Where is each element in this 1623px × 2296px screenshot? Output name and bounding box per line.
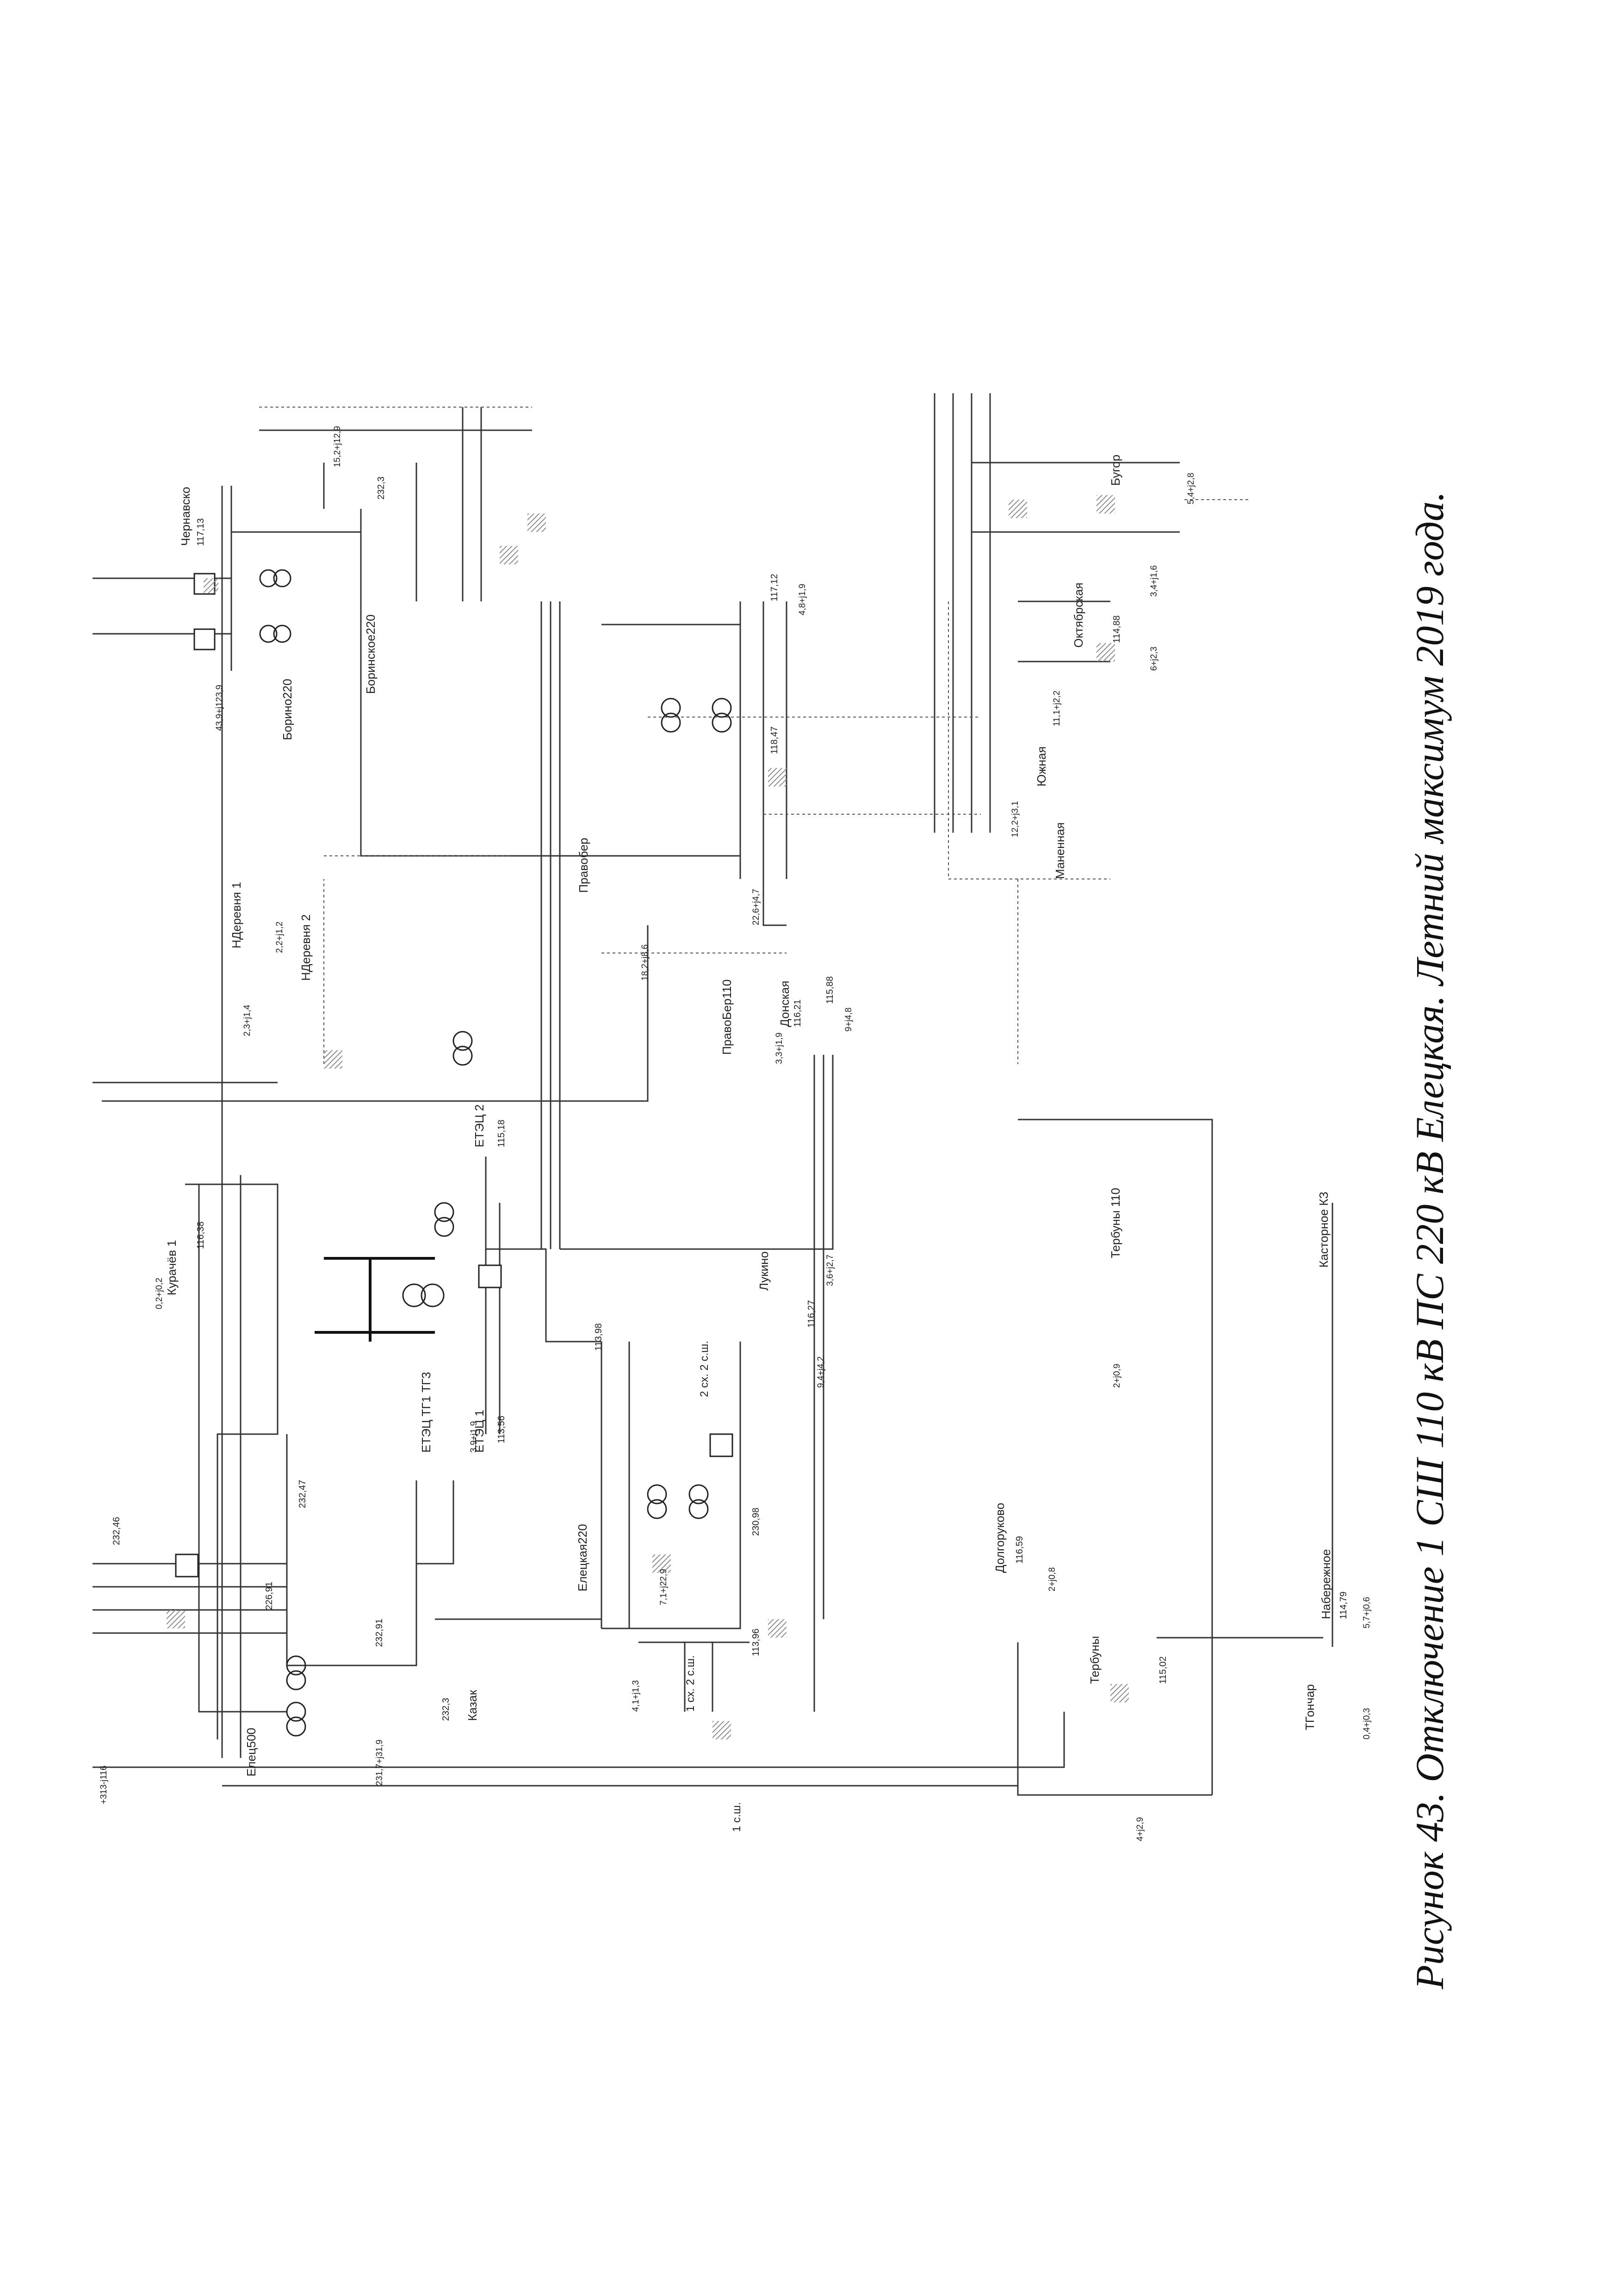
station-label: Донская bbox=[778, 981, 792, 1027]
voltage-label: 115,88 bbox=[825, 976, 835, 1004]
station-label: НДеревня 1 bbox=[229, 882, 243, 948]
voltage-label: 232,3 bbox=[376, 477, 386, 500]
flow-label: 9,4+j4,2 bbox=[816, 1356, 826, 1388]
station-label: Бугор bbox=[1109, 455, 1122, 486]
station-label: Октябрская bbox=[1072, 582, 1085, 648]
station-label: Чернавско bbox=[179, 487, 192, 546]
flow-label: 22,6+j4,7 bbox=[751, 889, 761, 925]
station-label: Боринское220 bbox=[364, 614, 378, 694]
station-label: ЕТЭЦ ТГ1 ТГ3 bbox=[419, 1372, 433, 1453]
dotted-lines bbox=[259, 407, 1249, 1064]
flow-label: 2+j0,8 bbox=[1047, 1567, 1057, 1591]
bus-label: 2 сх. 2 с.ш. bbox=[698, 1341, 711, 1397]
bus-labels: 1 с.ш. 1 сх. 2 с.ш. 2 сх. 2 с.ш. bbox=[684, 1341, 743, 1832]
station-label: Елецкая220 bbox=[576, 1524, 589, 1591]
flow-label: 3,9+j1,9 bbox=[469, 1421, 479, 1453]
flow-label: 4+j2,9 bbox=[1135, 1817, 1145, 1841]
station-label: Маненная bbox=[1053, 823, 1067, 879]
station-label: Правобер bbox=[576, 838, 590, 893]
station-label: Казак bbox=[465, 1690, 479, 1721]
generator-buses bbox=[315, 1257, 435, 1342]
voltage-label: 113,98 bbox=[594, 1323, 604, 1351]
voltage-label: 232,46 bbox=[112, 1517, 122, 1545]
station-label: ЕТЭЦ 2 bbox=[472, 1104, 486, 1147]
voltage-label: 116,59 bbox=[1015, 1536, 1025, 1564]
flow-label: 15,2+j12,9 bbox=[333, 426, 342, 467]
flow-label: 4,8+j1,9 bbox=[798, 584, 807, 615]
flow-label: 43,9+j123,9 bbox=[215, 685, 224, 731]
transformers bbox=[259, 569, 732, 1737]
voltage-label: 226,91 bbox=[264, 1582, 274, 1610]
voltage-label: 232,91 bbox=[374, 1619, 384, 1647]
voltage-label: 117,12 bbox=[769, 574, 780, 601]
voltage-label: 232,3 bbox=[441, 1698, 451, 1721]
flow-label: 18,2+j8,6 bbox=[640, 944, 650, 981]
station-label: Тербуны 110 bbox=[1109, 1188, 1122, 1258]
station-label: НДеревня 2 bbox=[299, 914, 313, 981]
flow-label: 11,1+j2,2 bbox=[1052, 691, 1062, 726]
flow-label: 231,7+j31,9 bbox=[375, 1739, 384, 1786]
flow-label: 0,4+j0,3 bbox=[1362, 1708, 1372, 1739]
voltage-label: 113,96 bbox=[751, 1628, 761, 1656]
voltage-label: 230,98 bbox=[751, 1508, 761, 1536]
station-label: Елец500 bbox=[244, 1728, 258, 1776]
station-label: Долгоруково bbox=[993, 1503, 1007, 1573]
transmission-lines bbox=[93, 393, 1333, 1796]
voltage-label: 115,18 bbox=[496, 1120, 507, 1147]
flow-label: 2,3+j1,4 bbox=[242, 1004, 252, 1036]
flow-label: 3,3+j1,9 bbox=[774, 1033, 784, 1064]
flow-label: 3,4+j1,6 bbox=[1149, 565, 1159, 597]
flow-label: 9+j4,8 bbox=[844, 1008, 854, 1032]
flow-label: 2+j0,9 bbox=[1112, 1364, 1122, 1388]
hatch-marks bbox=[167, 495, 1129, 1739]
station-label: Лукино bbox=[757, 1251, 771, 1291]
voltage-label: 118,47 bbox=[769, 726, 780, 754]
station-label: Южная bbox=[1035, 746, 1048, 786]
flow-label: 12,2+j3,1 bbox=[1010, 801, 1020, 837]
station-label: Курачёв 1 bbox=[165, 1240, 179, 1295]
station-labels: Елец500 Казак Елецкая220 ЕТЭЦ 1 ЕТЭЦ ТГ1… bbox=[165, 455, 1333, 1776]
flow-label: 7,1+j22,9 bbox=[659, 1569, 669, 1605]
flow-label: 3,6+j2,7 bbox=[825, 1255, 835, 1286]
voltage-labels: 232,46 232,47 232,91 232,3 226,91 113,98… bbox=[112, 477, 1349, 1721]
bus-label: 1 с.ш. bbox=[731, 1802, 743, 1832]
voltage-label: 113,56 bbox=[496, 1416, 507, 1443]
flow-label: +313-j116 bbox=[99, 1765, 109, 1804]
station-label: Борино220 bbox=[280, 679, 294, 740]
flow-label: 2,2+j1,2 bbox=[275, 922, 285, 953]
voltage-label: 232,47 bbox=[297, 1480, 308, 1508]
voltage-label: 116,27 bbox=[806, 1300, 817, 1328]
flow-label: 5,4+j2,8 bbox=[1186, 473, 1196, 504]
voltage-label: 116,21 bbox=[793, 999, 803, 1027]
voltage-label: 114,88 bbox=[1112, 615, 1122, 643]
station-label: ТГончар bbox=[1303, 1684, 1317, 1730]
station-label: Набережное bbox=[1319, 1549, 1333, 1619]
station-label: Тербуны bbox=[1088, 1636, 1102, 1684]
flow-label: 0,2+j0,2 bbox=[155, 1278, 164, 1309]
station-label: Касторное КЗ bbox=[1317, 1192, 1331, 1268]
voltage-label: 114,79 bbox=[1338, 1591, 1349, 1619]
voltage-label: 115,02 bbox=[1158, 1656, 1168, 1684]
flow-label: 6+j2,3 bbox=[1149, 647, 1159, 671]
voltage-label: 116,38 bbox=[196, 1221, 206, 1249]
switches bbox=[175, 573, 733, 1578]
flow-label: 4,1+j1,3 bbox=[631, 1680, 641, 1712]
bus-label: 1 сх. 2 с.ш. bbox=[684, 1655, 697, 1712]
flow-labels: +313-j116 231,7+j31,9 2,2+j1,2 3,3+j1,9 … bbox=[99, 426, 1372, 1841]
figure-caption: Рисунок 43. Отключение 1 СШ 110 кВ ПС 22… bbox=[1407, 491, 1452, 1989]
voltage-label: 117,13 bbox=[196, 518, 206, 546]
station-label: ПравоБер110 bbox=[720, 979, 734, 1055]
station-label: ЕТЭЦ 1 bbox=[472, 1410, 486, 1453]
flow-label: 5,7+j0,6 bbox=[1362, 1597, 1372, 1628]
